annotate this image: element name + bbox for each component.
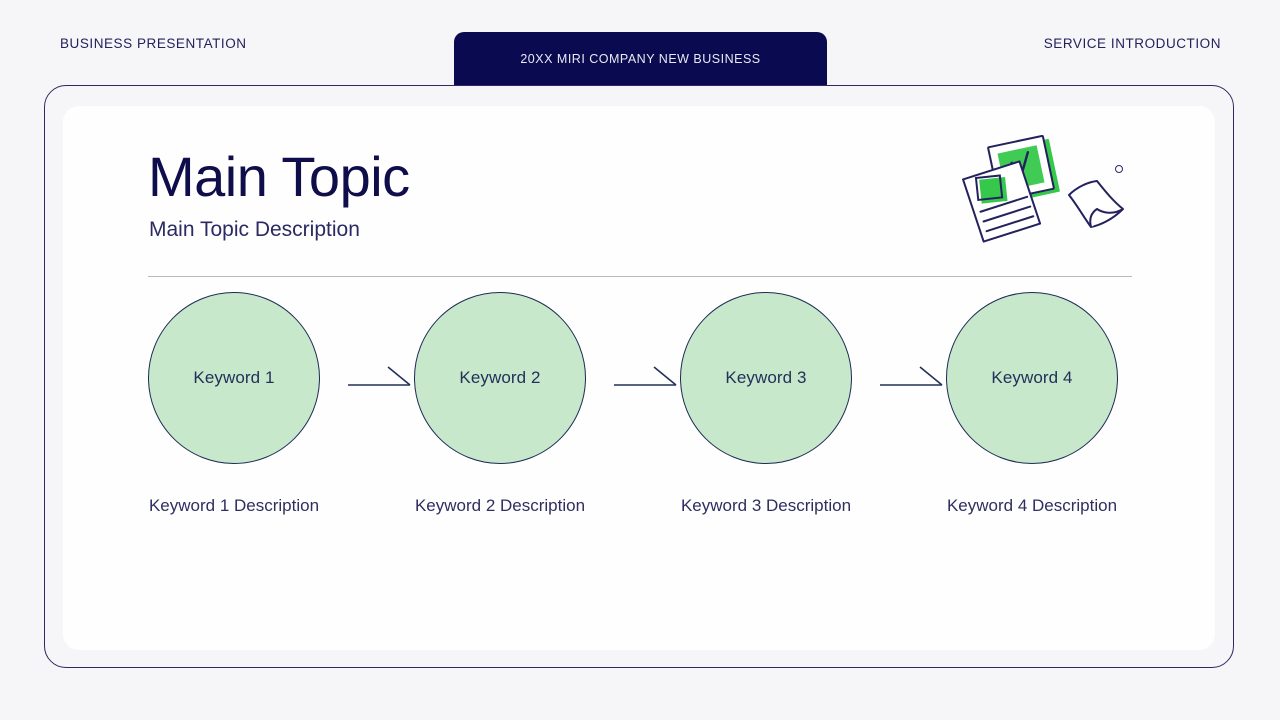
eyebrow-right-label: SERVICE INTRODUCTION [1043,36,1221,51]
flow-node-label: Keyword 3 [725,368,807,387]
flow-node-label: Keyword 2 [459,368,541,387]
slide-title-tab-label: 20XX MIRI COMPANY NEW BUSINESS [520,52,761,66]
eyebrow-left-label: BUSINESS PRESENTATION [60,36,247,51]
flow-node-description: Keyword 3 Description [680,496,852,515]
flow-arrow-right-icon [614,363,680,393]
slide-title-tab: 20XX MIRI COMPANY NEW BUSINESS [454,32,827,86]
page-subtitle: Main Topic Description [149,218,360,241]
flow-node-description: Keyword 4 Description [946,496,1118,515]
dot-icon [1115,165,1123,173]
flow-arrow-right-icon [348,363,414,393]
keyword-descriptions: Keyword 1 Description Keyword 2 Descript… [148,496,1132,524]
header-divider [148,276,1132,277]
flow-node-keyword-4[interactable]: Keyword 4 [946,292,1118,464]
document-page-icon [962,160,1042,243]
slide-outer-frame [44,85,1234,668]
flow-node-description: Keyword 2 Description [414,496,586,515]
flow-node-keyword-2[interactable]: Keyword 2 [414,292,586,464]
flow-node-label: Keyword 4 [991,368,1073,387]
keyword-flow-diagram: Keyword 1 Keyword 2 Keyword 3 [148,292,1132,464]
curled-paper-icon [1068,180,1124,228]
flow-node-keyword-1[interactable]: Keyword 1 [148,292,320,464]
flow-node-description: Keyword 1 Description [148,496,320,515]
flow-node-keyword-3[interactable]: Keyword 3 [680,292,852,464]
page-title: Main Topic [148,145,410,208]
flow-node-label: Keyword 1 [193,368,275,387]
flow-arrow-right-icon [880,363,946,393]
slide-topbar: BUSINESS PRESENTATION 20XX MIRI COMPANY … [0,0,1280,86]
documents-chart-illustration [955,134,1140,260]
